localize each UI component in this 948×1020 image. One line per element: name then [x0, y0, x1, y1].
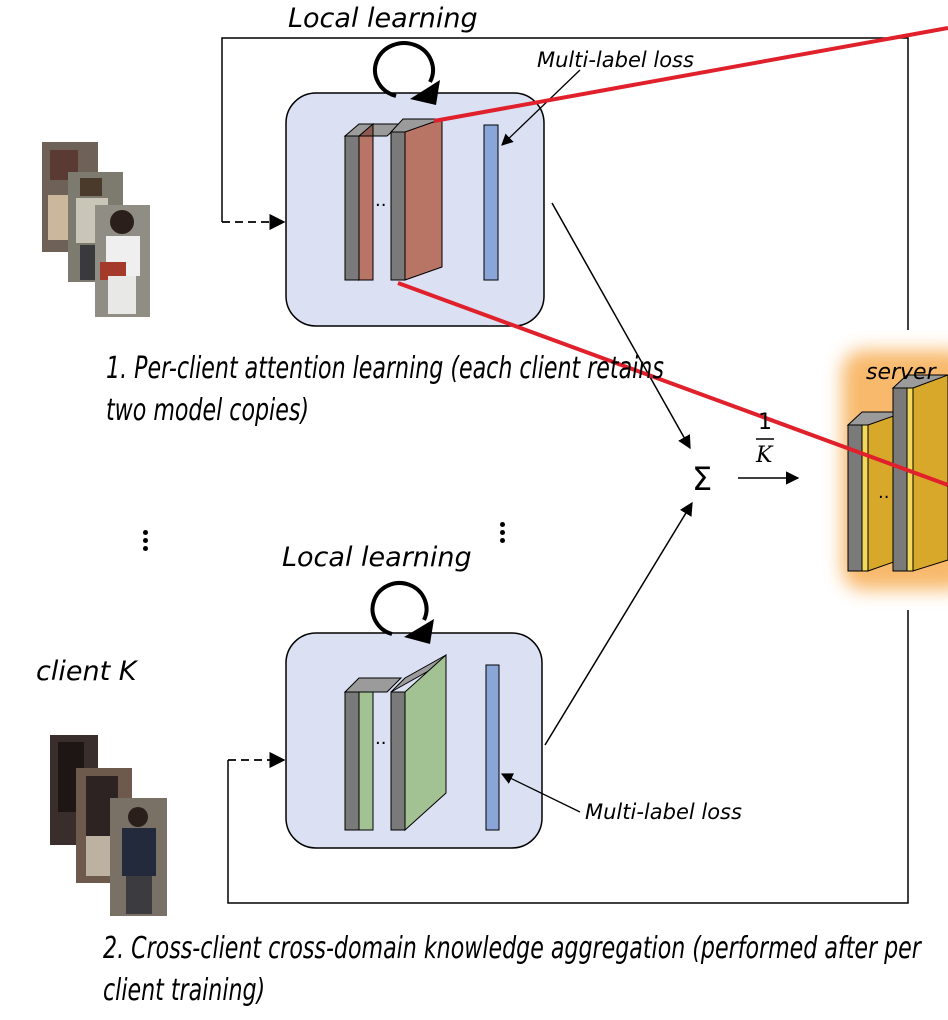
top-loss-bar — [483, 124, 499, 281]
middle-vertical-ellipsis — [500, 522, 506, 546]
server-model-ellipsis: .. — [878, 482, 890, 503]
client-k-label: client K — [36, 656, 137, 687]
server-label: server — [866, 360, 936, 385]
highlight-line-upper — [433, 26, 948, 123]
fraction-denominator: K — [756, 443, 773, 468]
top-model-layer-1 — [343, 122, 403, 282]
top-feedback-loop — [221, 37, 909, 330]
bottom-caption: 2. Cross-client cross-domain knowledge a… — [103, 931, 921, 1008]
top-local-learning-loop-icon — [373, 41, 440, 105]
bottom-client-person-images — [50, 735, 167, 916]
top-model-layer-2 — [389, 118, 444, 281]
left-vertical-ellipsis — [143, 530, 149, 554]
bottom-loss-pointer-arrow — [500, 773, 581, 813]
top-loss-pointer-arrow — [501, 69, 581, 146]
highlight-line-lower — [397, 281, 948, 487]
bottom-loss-bar — [485, 664, 500, 831]
top-model-ellipsis: .. — [375, 190, 387, 211]
top-client-person-images — [42, 142, 150, 317]
bottom-multi-label-loss-label: Multi-label loss — [585, 800, 742, 824]
bottom-model-layer-1 — [343, 677, 403, 831]
bottom-local-learning-loop-icon — [370, 581, 434, 644]
server-model-layer-2 — [891, 374, 948, 572]
bottom-model-layer-2 — [390, 653, 447, 832]
top-multi-label-loss-label: Multi-label loss — [537, 48, 694, 72]
bottom-feedback-loop — [227, 610, 909, 904]
top-to-sum-arrow — [551, 202, 691, 450]
fraction-numerator: 1 — [758, 410, 772, 435]
sum-symbol: Σ — [692, 460, 713, 498]
top-local-learning-label: Local learning — [288, 3, 478, 34]
bottom-local-learning-label: Local learning — [282, 542, 472, 573]
bottom-to-sum-arrow — [544, 501, 693, 746]
top-caption: 1. Per-client attention learning (each c… — [106, 351, 664, 428]
bottom-model-ellipsis: .. — [375, 728, 387, 749]
